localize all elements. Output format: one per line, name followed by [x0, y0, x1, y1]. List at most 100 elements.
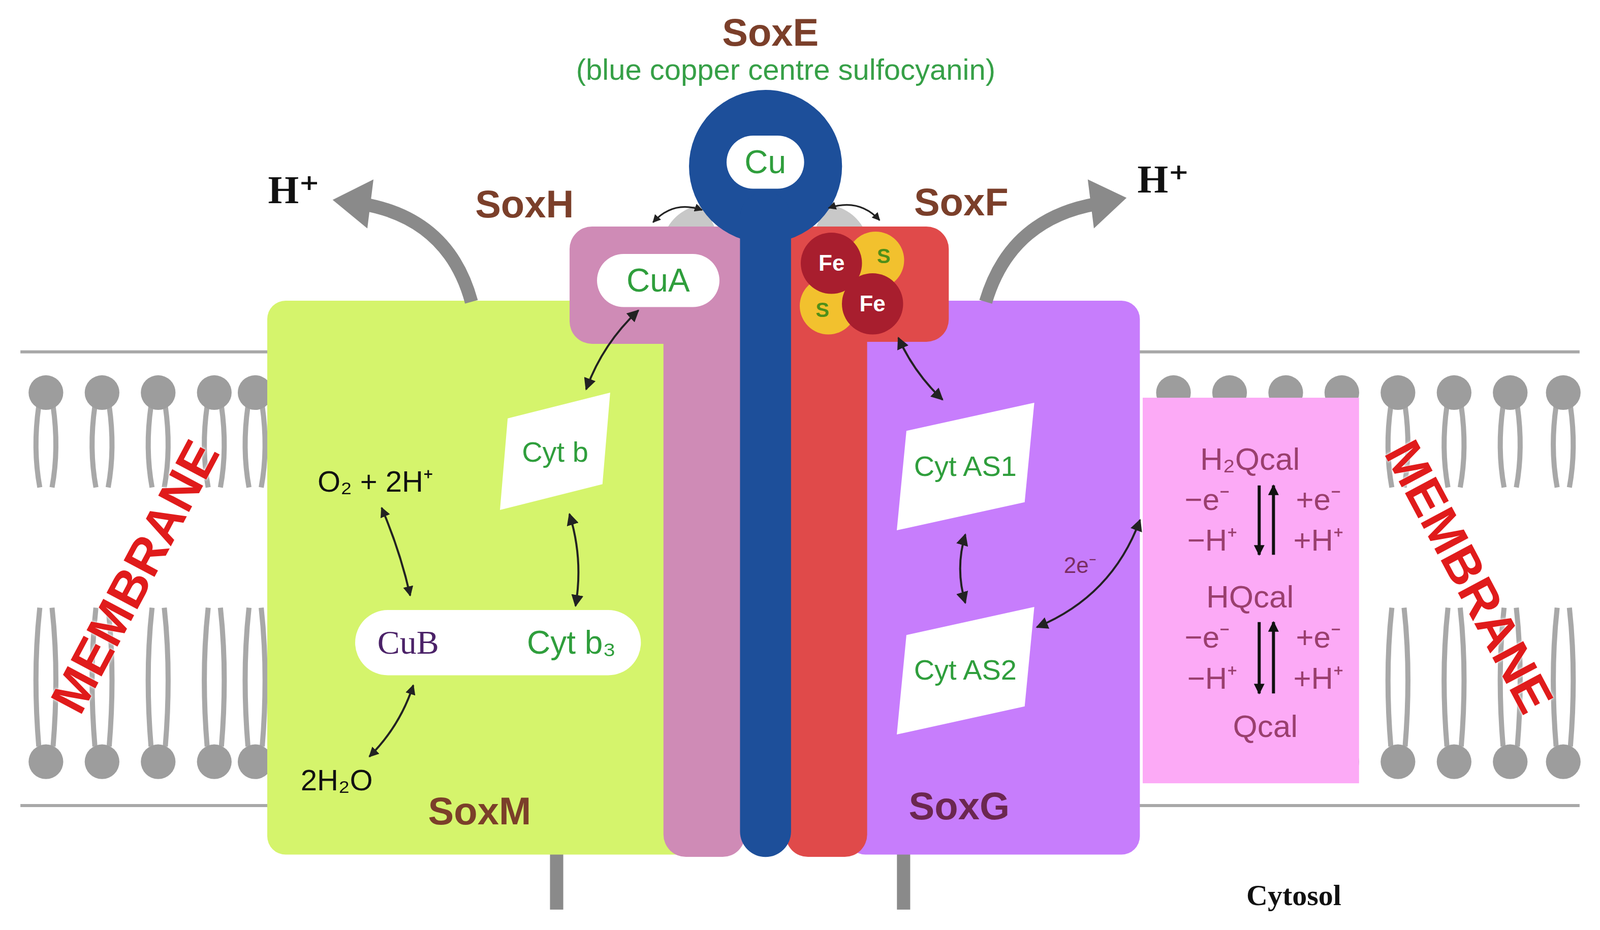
- redox-label: −e⁻: [1184, 620, 1230, 655]
- edge-label: 2e⁻: [1060, 552, 1100, 579]
- membrane-label: MEMBRANE: [1374, 431, 1565, 723]
- lipid-tail: [36, 608, 41, 747]
- node-text: (blue copper centre sulfocyanin): [576, 53, 996, 86]
- node-text: SoxH: [475, 182, 574, 226]
- lipid-tail: [1569, 608, 1574, 747]
- lipid-head: [197, 375, 232, 411]
- lipid-tail: [244, 405, 249, 488]
- transfer-arrow: [652, 206, 702, 223]
- redox-label: −e⁻: [1184, 483, 1230, 517]
- lipid-tail: [1444, 608, 1449, 747]
- cytochrome-as2: Cyt AS2: [896, 607, 1035, 735]
- node-text: S: [876, 244, 891, 268]
- redox-label: −H⁺: [1187, 523, 1238, 558]
- node-text: Cyt b: [521, 436, 589, 468]
- cu-centre: Cu: [726, 135, 805, 189]
- lipid-tail: [261, 608, 266, 747]
- node-text: SoxF: [914, 180, 1009, 224]
- redox-label: +H⁺: [1293, 523, 1344, 558]
- proton-arrowhead: [332, 179, 374, 229]
- proton-arrow: [363, 204, 472, 303]
- lipid-head: [1436, 744, 1472, 780]
- transfer-arrow: [828, 204, 880, 221]
- cytochrome-as1: Cyt AS1: [896, 402, 1035, 531]
- node-text: Fe: [859, 291, 886, 317]
- lipid-tail: [148, 608, 153, 747]
- lipid-head: [84, 744, 120, 780]
- lipid-tail: [1388, 608, 1393, 747]
- lipid-tail: [1516, 405, 1521, 488]
- proton-label: H⁺: [267, 168, 320, 212]
- lipid-head: [84, 375, 120, 411]
- soxh-subunit: SoxHCuA: [569, 226, 745, 858]
- lipid-tail: [1553, 405, 1558, 488]
- iron-atom: Fe: [841, 273, 903, 335]
- node-text: Qcal: [1233, 709, 1298, 744]
- product-label: 2H₂O: [300, 764, 373, 797]
- anchor-stalk: [549, 852, 563, 910]
- node-text: Cu: [744, 144, 787, 180]
- node-text: S: [815, 298, 830, 322]
- lipid-head: [1380, 375, 1416, 411]
- compartment-label: Cytosol: [1246, 879, 1342, 913]
- lipid-tail: [148, 405, 153, 488]
- lipid-head: [28, 375, 64, 411]
- cub-cytb3-centre: CuB Cyt b₃: [355, 610, 641, 676]
- proton-arrowhead: [1087, 179, 1127, 229]
- lipid-tail: [164, 608, 169, 747]
- lipid-tail: [1460, 405, 1465, 488]
- quinone-pool: H₂QcalHQcalQcal: [1142, 397, 1360, 784]
- proton-label: H⁺: [1137, 158, 1190, 202]
- redox-label: +e⁻: [1295, 620, 1341, 655]
- cytochrome-b: Cyt b: [499, 392, 611, 511]
- redox-label: −H⁺: [1187, 662, 1238, 696]
- lipid-tail: [91, 405, 97, 488]
- lipid-head: [197, 744, 232, 780]
- lipid-head: [1380, 744, 1416, 780]
- lipid-tail: [204, 608, 209, 747]
- lipid-head: [237, 744, 273, 780]
- soxh-subunit-outline: [569, 226, 745, 858]
- lipid-head: [140, 375, 176, 411]
- lipid-head: [140, 744, 176, 780]
- lipid-tail: [51, 405, 56, 488]
- anchor-stalk: [896, 852, 911, 910]
- redox-label: +H⁺: [1293, 662, 1344, 696]
- lipid-head: [1546, 744, 1581, 780]
- lipid-tail: [108, 405, 113, 488]
- lipid-tail: [220, 608, 225, 747]
- node-text: Cyt AS2: [914, 654, 1017, 687]
- node-text: Cyt b₃: [526, 624, 616, 661]
- lipid-tail: [261, 405, 266, 488]
- lipid-tail: [1403, 608, 1408, 747]
- node-text: SoxM: [428, 790, 532, 833]
- lipid-head: [237, 375, 273, 411]
- cua-centre: CuA: [597, 254, 720, 307]
- lipid-head: [1436, 375, 1472, 411]
- lipid-tail: [36, 405, 41, 488]
- lipid-tail: [1569, 405, 1574, 488]
- soxf-subunit: SoxFFeSSFe: [785, 226, 949, 858]
- node-text: CuB: [377, 624, 439, 662]
- lipid-head: [28, 744, 64, 780]
- lipid-tail: [244, 608, 249, 747]
- node-text: Cyt AS1: [914, 450, 1017, 483]
- lipid-tail: [220, 405, 225, 488]
- lipid-head: [1492, 375, 1528, 411]
- node-text: H₂Qcal: [1200, 442, 1300, 477]
- node-text: Fe: [818, 251, 845, 276]
- soxe-protein-outline: [685, 89, 845, 858]
- node-text: SoxE: [722, 11, 819, 54]
- membrane-label: MEMBRANE: [39, 431, 230, 723]
- reactant-label: O₂ + 2H⁺: [317, 465, 434, 498]
- soxe-protein: SoxE(blue copper centre sulfocyanin)Cu: [685, 89, 845, 858]
- lipid-tail: [1460, 608, 1465, 747]
- lipid-tail: [1500, 405, 1505, 488]
- redox-label: +e⁻: [1295, 483, 1341, 517]
- node-text: CuA: [626, 262, 690, 299]
- node-text: HQcal: [1206, 579, 1294, 615]
- lipid-head: [1492, 744, 1528, 780]
- node-text: SoxG: [908, 785, 1011, 828]
- lipid-head: [1546, 375, 1581, 411]
